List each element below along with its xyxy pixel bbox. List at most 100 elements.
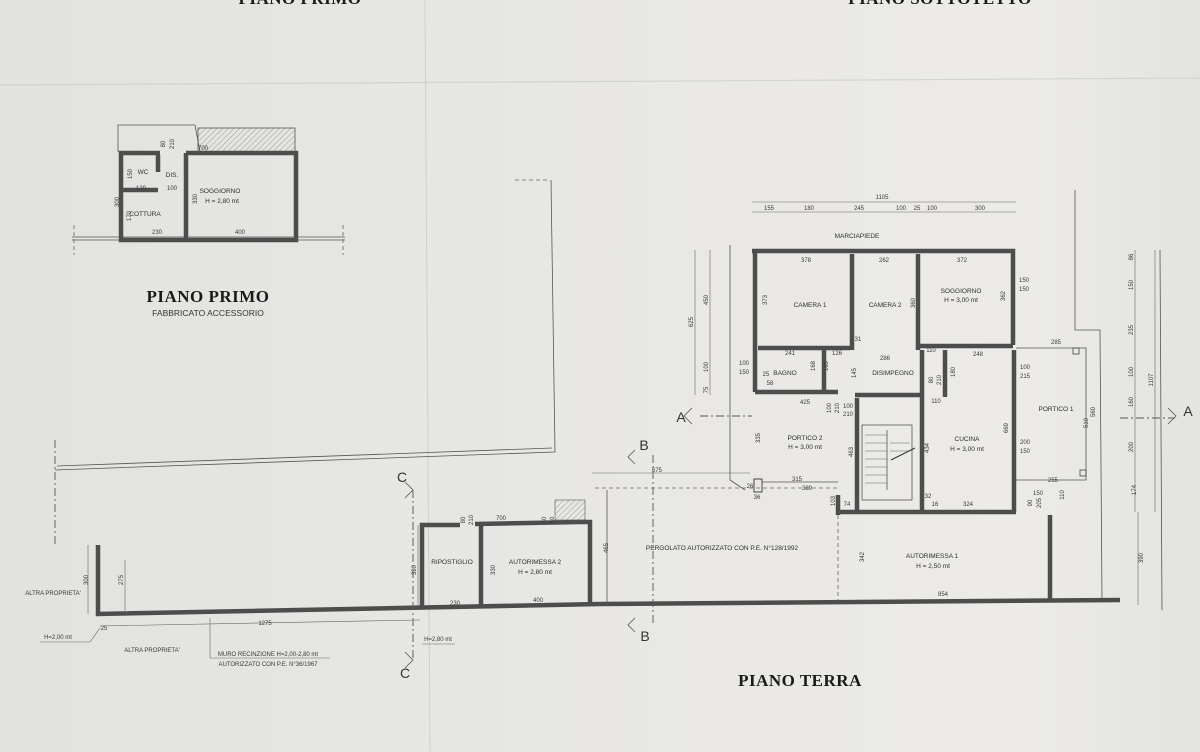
room-soggiorno-height: H = 2,80 mt bbox=[205, 198, 239, 205]
paper-fold bbox=[424, 0, 431, 752]
dim-label: 434 bbox=[925, 442, 931, 453]
dim-label: 255 bbox=[1048, 478, 1059, 484]
interior-dimensions: 378 262 372 373 360 362 150 150 241 126 … bbox=[739, 258, 1097, 508]
dim-label: 16 bbox=[932, 502, 939, 508]
dim-label: 200 bbox=[1020, 440, 1031, 446]
dim-label: 169 bbox=[824, 360, 830, 371]
dim-label: 560 bbox=[1091, 406, 1097, 417]
dim-label: 100 bbox=[896, 206, 907, 212]
dim-label: 390 bbox=[1139, 552, 1145, 563]
dim-label: 463 bbox=[849, 446, 855, 457]
dim-label: 372 bbox=[957, 258, 968, 264]
dim-label: 700 bbox=[198, 146, 209, 152]
dim-label: 315 bbox=[792, 477, 803, 483]
room-camera-1: CAMERA 1 bbox=[794, 302, 827, 309]
dim-label: 210 bbox=[843, 412, 854, 418]
header-piano-primo: PIANO PRIMO bbox=[238, 0, 361, 8]
dim-label: 110 bbox=[926, 348, 936, 354]
dim-label: 25 bbox=[101, 626, 108, 632]
room-disimpegno: DISIMPEGNO bbox=[872, 370, 914, 377]
dim-label: 170 bbox=[127, 210, 133, 221]
room-ripostiglio: RIPOSTIGLIO bbox=[431, 559, 473, 566]
dim-label: 275 bbox=[119, 574, 125, 585]
dim-label: 100 bbox=[843, 404, 854, 410]
dim-label: 180 bbox=[804, 206, 815, 212]
dim-label: 100 bbox=[704, 361, 710, 372]
arrow-icon bbox=[627, 617, 636, 633]
dim-label: 324 bbox=[963, 502, 974, 508]
note-muro-recinzione: MURO RECINZIONE H=2,00-2,80 mt bbox=[218, 652, 319, 658]
stair-icon bbox=[554, 499, 586, 521]
dim-label: 145 bbox=[852, 367, 858, 378]
section-a-right: A bbox=[1183, 403, 1193, 419]
dim-label: 100 bbox=[927, 206, 938, 212]
dim-label: 330 bbox=[491, 564, 497, 575]
dim-label: 25 bbox=[763, 372, 770, 378]
room-autorimessa-2: AUTORIMESSA 2 bbox=[509, 559, 562, 566]
dim-label: 150 bbox=[128, 168, 134, 179]
section-c-bottom: C bbox=[400, 665, 410, 681]
piano-primo-subtitle: FABBRICATO ACCESSORIO bbox=[152, 308, 264, 318]
dim-label: 285 bbox=[1051, 340, 1062, 346]
arrow-icon bbox=[627, 449, 636, 465]
dim-label: 150 bbox=[1020, 449, 1031, 455]
dim-label: 110 bbox=[931, 399, 941, 405]
dim-label: 168 bbox=[811, 360, 817, 371]
side-dimensions: 86 150 235 100 160 200 174 1107 390 bbox=[1129, 253, 1155, 563]
dim-label: 400 bbox=[235, 230, 246, 236]
dim-label: 330 bbox=[193, 193, 199, 204]
room-portico-2: PORTICO 2 bbox=[788, 435, 823, 442]
arrow-icon bbox=[404, 651, 414, 669]
dim-label: 80 bbox=[929, 376, 935, 383]
room-cucina: CUCINA bbox=[955, 436, 981, 443]
dim-label: 75 bbox=[704, 386, 710, 393]
dim-label: 103 bbox=[831, 495, 837, 506]
dim-label: 205 bbox=[1037, 497, 1043, 508]
dim-label: 300 bbox=[115, 196, 121, 207]
dim-label: 160 bbox=[1129, 396, 1135, 407]
room-cottura: COTTURA bbox=[129, 211, 161, 218]
note-altra-proprieta: ALTRA PROPRIETA' bbox=[25, 591, 81, 597]
dim-label: 425 bbox=[800, 400, 811, 406]
header-piano-sottotetto: PIANO SOTTOTETTO bbox=[848, 0, 1032, 8]
room-soggiorno: SOGGIORNO bbox=[941, 288, 982, 295]
dim-label: 110 bbox=[1060, 490, 1066, 500]
dim-label: 210 bbox=[170, 138, 176, 149]
dim-label: 150 bbox=[1019, 278, 1030, 284]
dim-label: 100 bbox=[827, 402, 833, 413]
dim-label: 100 bbox=[1020, 365, 1031, 371]
dim-label: 342 bbox=[860, 551, 866, 562]
dim-label: 235 bbox=[1129, 324, 1135, 335]
dim-label: 74 bbox=[844, 502, 851, 508]
room-autorimessa-1-height: H = 2,50 mt bbox=[916, 563, 950, 570]
dim-label: 100 bbox=[739, 361, 750, 367]
dim-label: 300 bbox=[975, 206, 986, 212]
dim-label: 669 bbox=[1004, 422, 1010, 433]
dim-label: 50 bbox=[542, 516, 548, 523]
bottom-dimensions: 675 465 342 854 700 80 210 50 50 390 330… bbox=[84, 468, 949, 632]
dim-label: 215 bbox=[1020, 374, 1031, 380]
dim-label: 174 bbox=[1132, 484, 1138, 495]
dim-label: 378 bbox=[801, 258, 812, 264]
staircase-icon bbox=[861, 424, 916, 501]
dim-label: 700 bbox=[496, 516, 507, 522]
dim-label: 1107 bbox=[1149, 373, 1155, 387]
dim-label: 210 bbox=[469, 514, 475, 525]
room-cucina-height: H = 3,00 mt bbox=[950, 446, 984, 453]
dim-label: 100 bbox=[1129, 366, 1135, 377]
dim-label: 262 bbox=[879, 258, 890, 264]
dim-label: 126 bbox=[832, 351, 843, 357]
room-dis: DIS. bbox=[166, 172, 179, 179]
dim-label: 248 bbox=[973, 352, 984, 358]
dim-label: 373 bbox=[763, 294, 769, 305]
dim-label: 230 bbox=[450, 601, 461, 607]
piano-terra-title: PIANO TERRA bbox=[738, 671, 862, 690]
arrow-icon bbox=[1167, 407, 1177, 425]
stair-icon bbox=[197, 127, 296, 153]
paper-fold bbox=[0, 77, 1200, 86]
room-portico-2-height: H = 3,00 mt bbox=[788, 444, 822, 451]
room-camera-2: CAMERA 2 bbox=[869, 302, 902, 309]
dim-label: 150 bbox=[1019, 287, 1030, 293]
dim-label: 120 bbox=[136, 186, 147, 192]
section-markers: A A B B C C bbox=[397, 403, 1193, 681]
